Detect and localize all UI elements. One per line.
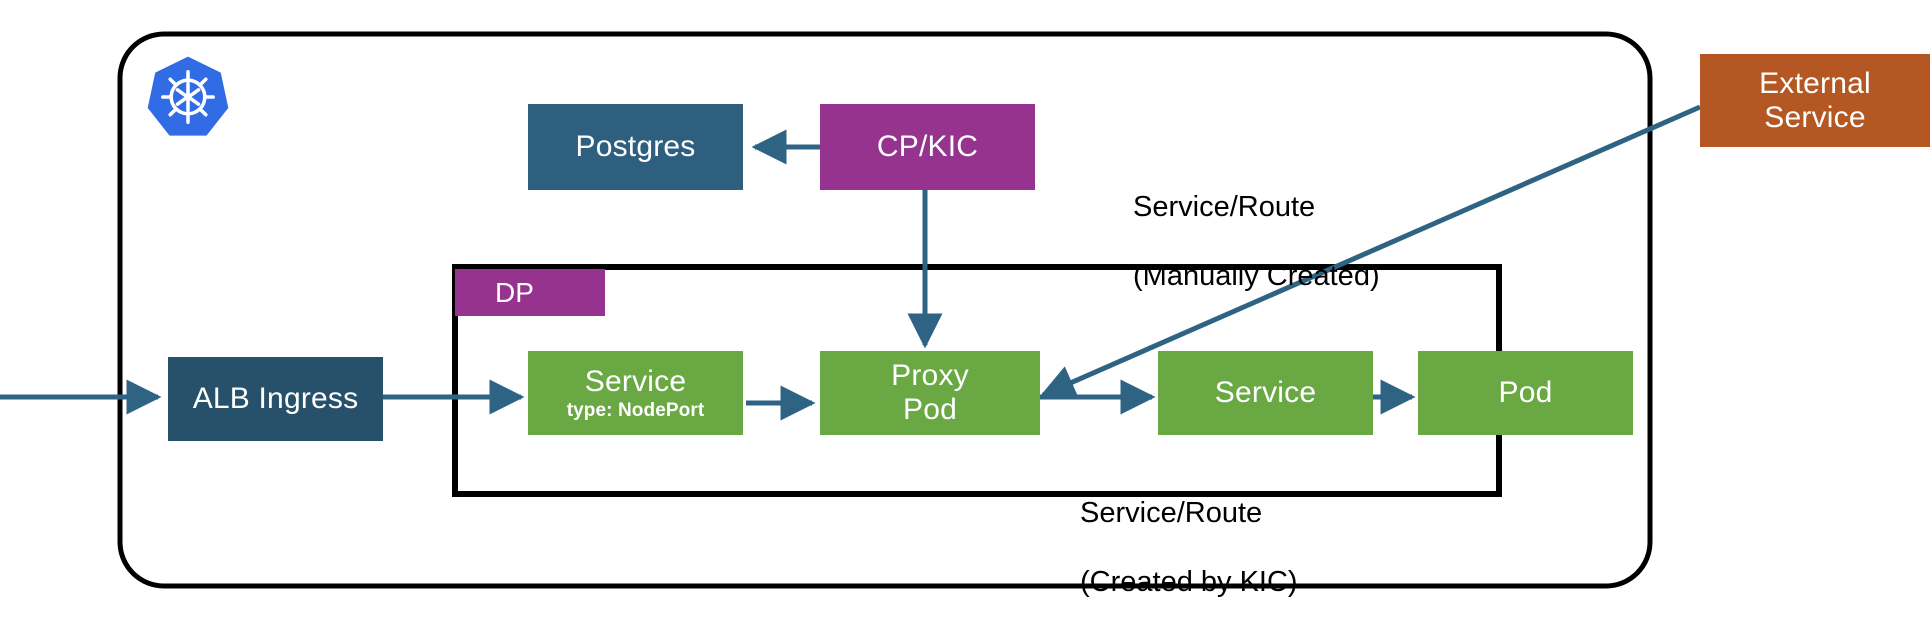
node-dp-service-label: Service: [584, 364, 687, 398]
node-service-label: Service: [1214, 376, 1317, 410]
kubernetes-logo: [147, 56, 229, 136]
annotation-manually-created: Service/Route (Manually Created): [1133, 156, 1380, 327]
node-cp-kic[interactable]: CP/KIC: [820, 104, 1035, 190]
annotation-manually-created-line2: (Manually Created): [1133, 259, 1380, 292]
node-proxy-pod[interactable]: Proxy Pod: [820, 351, 1040, 435]
annotation-manually-created-line1: Service/Route: [1133, 191, 1316, 224]
node-dp-service-sublabel: type: NodePort: [566, 400, 705, 422]
node-service[interactable]: Service: [1158, 351, 1373, 435]
dp-group-label-text: DP: [495, 276, 534, 308]
node-alb-ingress[interactable]: ALB Ingress: [168, 357, 383, 441]
node-dp-service[interactable]: Service type: NodePort: [528, 351, 743, 435]
node-pod-label: Pod: [1498, 376, 1553, 410]
node-postgres-label: Postgres: [575, 130, 696, 164]
node-alb-ingress-label: ALB Ingress: [192, 382, 359, 416]
annotation-created-by-kic: Service/Route (Created by KIC): [1080, 462, 1298, 628]
annotation-created-by-kic-line2: (Created by KIC): [1080, 565, 1298, 598]
node-cp-kic-label: CP/KIC: [876, 130, 979, 164]
node-proxy-pod-label-line2: Pod: [903, 393, 957, 426]
dp-group-label: DP: [455, 269, 605, 316]
node-external-service[interactable]: External Service: [1700, 54, 1930, 147]
node-external-service-label-line2: Service: [1764, 100, 1866, 134]
node-proxy-pod-label-line1: Proxy: [891, 359, 969, 393]
node-pod[interactable]: Pod: [1418, 351, 1633, 435]
node-external-service-label-line1: External: [1759, 66, 1871, 100]
annotation-created-by-kic-line1: Service/Route: [1080, 497, 1263, 530]
node-postgres[interactable]: Postgres: [528, 104, 743, 190]
